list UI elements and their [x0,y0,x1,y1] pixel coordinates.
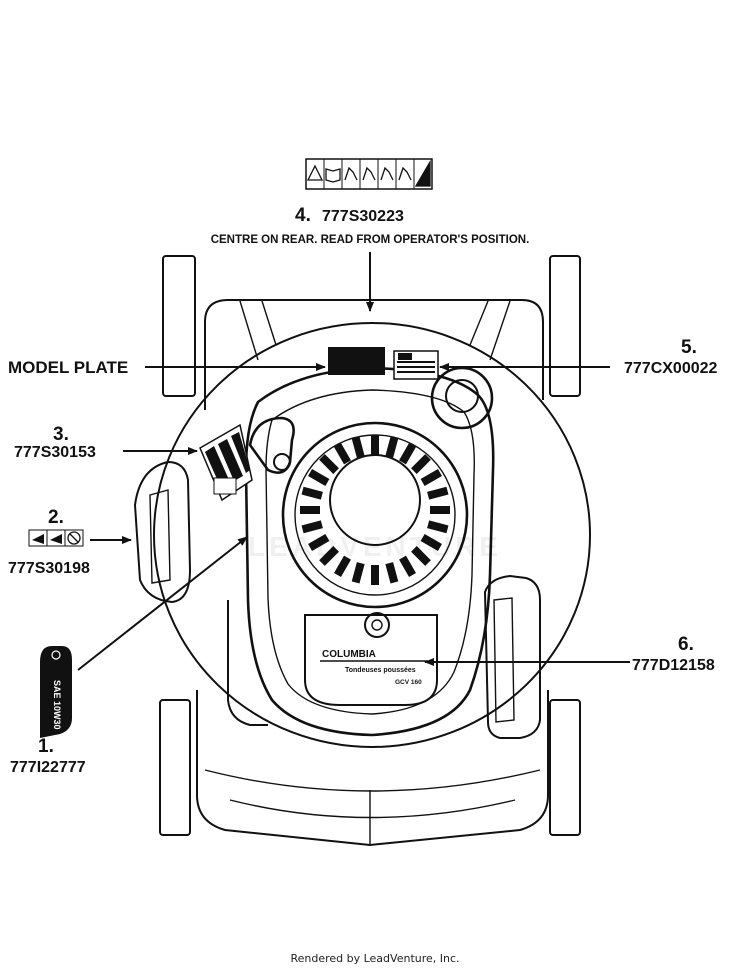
callout-6-part: 777D12158 [632,657,715,674]
deck-rear [204,299,544,410]
cooling-fin [399,555,416,577]
cooling-fin [351,436,365,458]
cooling-fin [427,486,449,500]
cooling-fin [420,534,442,551]
rear-right-wheel [549,255,581,397]
footer-credit: Rendered by LeadVenture, Inc. [290,952,460,965]
model-plate [328,347,385,375]
cooling-fin [319,454,339,474]
decal-brand-text: COLUMBIA [322,649,376,660]
callout-3-number: 3. [53,424,69,445]
watermark: LEADVENTURE [248,531,502,562]
callout-4-part: 777S30223 [322,208,404,225]
leader-1 [77,536,248,671]
cooling-fin [385,562,399,584]
decal-2-icons [28,529,84,547]
cooling-fin [411,546,431,566]
safety-pictogram [362,166,376,181]
callout-4-number: 4. [295,205,311,226]
cooling-fin [301,520,323,534]
safety-pictogram [344,166,358,181]
cooling-fin [334,555,351,577]
cooling-fin [430,506,450,514]
cooling-fin [319,546,339,566]
callout-1-number: 1. [38,736,54,757]
callout-4-note: CENTRE ON REAR. READ FROM OPERATOR'S POS… [211,234,530,246]
air-filter [483,574,541,739]
recoil-handle [248,416,295,474]
front-right-wheel [549,699,581,836]
callout-2-number: 2. [48,507,64,528]
callout-2-part: 777S30198 [8,560,90,577]
safety-pictogram [306,164,324,181]
fuel-cap [430,366,494,430]
callout-1-part: 777I22777 [10,759,86,776]
callout-5-number: 5. [681,337,697,358]
decal-1-oil-label: SAE 10W30 [40,646,72,738]
cooling-fin [334,443,351,465]
cooling-fin [385,436,399,458]
safety-pictogram [398,166,412,181]
cooling-fin [427,520,449,534]
brand-decal-panel [304,614,438,706]
decal-oil-text: SAE 10W30 [52,680,62,730]
cooling-fin [399,443,416,465]
cooling-fin [300,506,320,514]
cooling-fin [351,562,365,584]
callout-5-part: 777CX00022 [624,360,718,377]
safety-pictogram [325,168,341,183]
cooling-fin [371,565,379,585]
decal-4-icon-strip [305,158,433,190]
cooling-fins [300,435,450,585]
cooling-fin [420,469,442,486]
safety-pictogram [380,166,394,181]
model-plate-label: MODEL PLATE [8,358,128,377]
decal-3 [199,423,253,502]
left-grip [133,460,192,604]
cooling-fin [411,454,431,474]
cooling-fin [308,469,330,486]
callout-6-number: 6. [678,634,694,655]
mower-body: COLUMBIA Tondeuses poussées GCV 160 [133,255,591,847]
cooling-fin [371,435,379,455]
blade-housing [153,322,591,748]
leader-lines [77,252,630,671]
front-left-wheel [159,699,191,836]
cooling-fin [308,534,330,551]
decal-model-text: GCV 160 [395,679,422,686]
callout-3-part: 777S30153 [14,444,96,461]
safety-pictogram [414,159,431,187]
flywheel-cover [281,421,469,609]
decal-product-text: Tondeuses poussées [345,667,416,674]
rear-left-wheel [162,255,196,397]
cooling-fin [301,486,323,500]
